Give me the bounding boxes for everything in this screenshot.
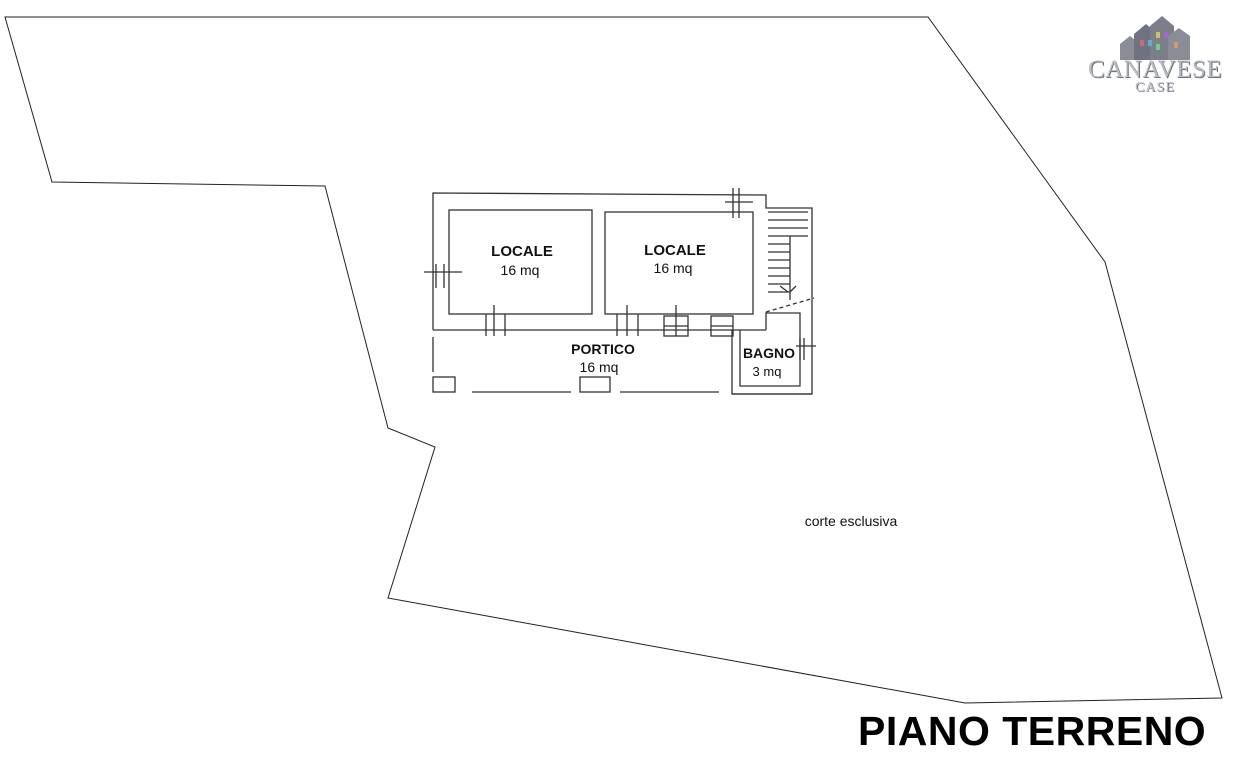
courtyard-label: corte esclusiva (805, 513, 898, 529)
room-name-portico: PORTICO (571, 341, 635, 357)
houses-icon (1120, 16, 1190, 60)
room-outline-locale-1 (448, 209, 593, 315)
staircase (765, 211, 815, 313)
page-title: PIANO TERRENO (858, 708, 1207, 754)
portico-post (432, 376, 456, 393)
room-area-locale-1: 16 mq (501, 262, 540, 278)
building (424, 188, 816, 395)
room-name-bagno: BAGNO (743, 345, 795, 361)
openings (424, 188, 816, 360)
room-name-locale-2: LOCALE (644, 242, 706, 259)
room-area-locale-2: 16 mq (654, 260, 693, 276)
room-outline-locale-2 (604, 211, 754, 315)
logo: CANAVESE CASE (1080, 14, 1230, 100)
lot-boundary (4, 16, 1223, 704)
room-area-bagno: 3 mq (753, 364, 782, 379)
room-name-locale-1: LOCALE (491, 243, 553, 260)
logo-sub: CASE (1135, 80, 1175, 95)
room-area-portico: 16 mq (580, 359, 619, 375)
logo-name: CANAVESE (1087, 56, 1223, 83)
portico-post (579, 376, 611, 393)
